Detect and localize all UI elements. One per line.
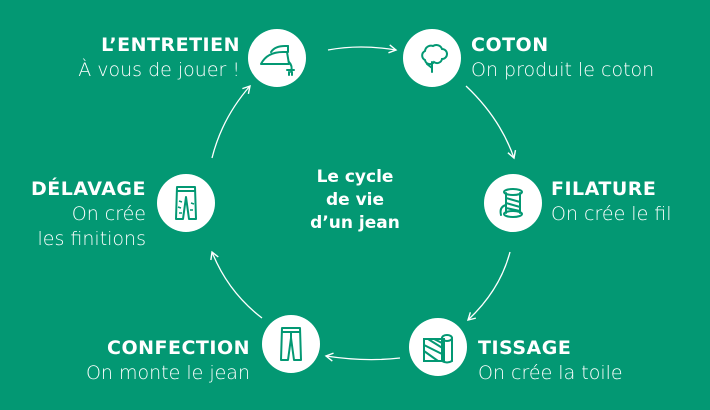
distressed-jeans-icon (175, 186, 197, 220)
step-entretien-subtitle: À vous de jouer ! (78, 59, 240, 81)
arrow-confection-to-delavage (210, 250, 263, 319)
step-tissage-label: TISSAGE On crée la toile (478, 336, 623, 386)
fabric-roll-icon (423, 334, 453, 364)
step-filature-subtitle: On crée le fil (551, 203, 672, 225)
step-confection-label: CONFECTION On monte le jean (86, 336, 250, 386)
arrow-tissage-to-confection (324, 352, 401, 362)
arrow-delavage-to-entretien (211, 84, 251, 159)
step-coton-node (403, 29, 461, 87)
step-tissage-node (409, 318, 467, 376)
arrow-coton-to-filature (465, 85, 517, 160)
step-delavage-label: DÉLAVAGE On crée les finitions (31, 177, 146, 252)
cotton-icon (421, 43, 448, 73)
step-tissage-subtitle: On crée la toile (478, 362, 623, 384)
step-confection-node (262, 315, 320, 373)
step-filature-label: FILATURE On crée le fil (551, 177, 672, 227)
step-tissage-title: TISSAGE (478, 337, 572, 359)
step-delavage-title: DÉLAVAGE (31, 178, 146, 200)
step-coton-label: COTON On produit le coton (471, 33, 654, 83)
step-filature-title: FILATURE (551, 178, 657, 200)
step-delavage-node (157, 174, 215, 232)
step-entretien-node (248, 29, 306, 87)
step-entretien-title: L’ENTRETIEN (101, 34, 240, 56)
step-confection-title: CONFECTION (107, 337, 250, 359)
iron-icon (260, 45, 295, 76)
step-confection-subtitle: On monte le jean (85, 362, 250, 384)
step-coton-subtitle: On produit le coton (471, 59, 655, 81)
jeans-icon (280, 327, 302, 361)
spool-icon (499, 188, 523, 218)
step-filature-node (484, 174, 542, 232)
step-delavage-subtitle-line-2: les finitions (37, 228, 147, 250)
step-delavage-subtitle-line-1: On crée (71, 203, 146, 225)
step-coton-title: COTON (471, 34, 549, 56)
diagram-title: Le cycle de vie d’un jean (310, 167, 400, 233)
step-entretien-label: L’ENTRETIEN À vous de jouer ! (78, 33, 240, 83)
arrow-filature-to-tissage (466, 251, 511, 321)
arrow-entretien-to-coton (327, 44, 398, 54)
